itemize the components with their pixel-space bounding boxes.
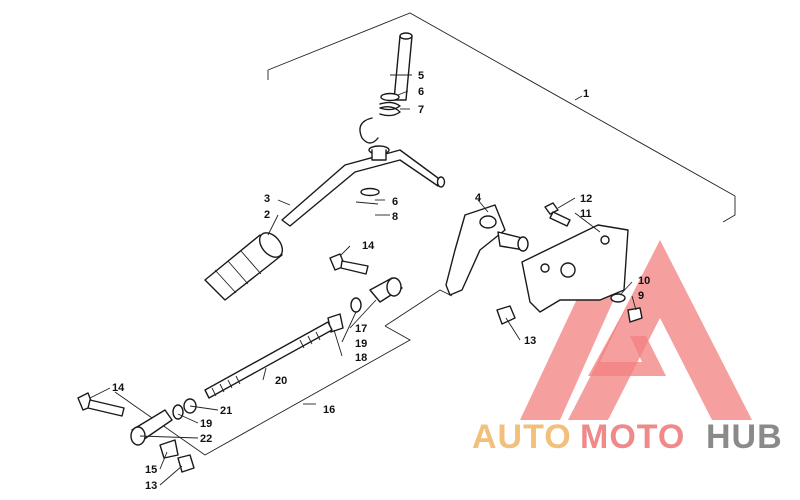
- callout-1: 1: [583, 88, 589, 100]
- part-3-pedal-arm: [281, 145, 446, 227]
- callout-9: 9: [638, 290, 644, 302]
- part-19-washer-lower: [172, 404, 184, 420]
- callout-5: 5: [418, 70, 424, 82]
- callout-14-lower: 14: [112, 382, 125, 394]
- automotohub-wordmark: AUTO MOTO HUB: [472, 418, 783, 456]
- assembly-1-bracket: [267, 12, 736, 223]
- callout-8: 8: [392, 211, 398, 223]
- part-14-bolt-upper: [329, 253, 369, 275]
- callout-6-lower: 6: [392, 196, 398, 208]
- assembly-16-bracket: [114, 289, 453, 456]
- callout-15: 15: [145, 464, 157, 476]
- leader-lines: [89, 74, 637, 486]
- part-6-washer-top: [380, 92, 400, 102]
- part-14-bolt-lower: [77, 392, 125, 417]
- part-20-threaded-rod: [204, 321, 333, 399]
- part-6-washer-lower: [360, 187, 380, 197]
- callout-13-lower: 13: [145, 480, 157, 492]
- callout-7: 7: [418, 104, 424, 116]
- part-13-nut-upper: [496, 305, 516, 325]
- part-11-mount-plate: [521, 224, 629, 313]
- callout-3: 3: [264, 193, 270, 205]
- callout-13-upper: 13: [524, 335, 536, 347]
- callout-4: 4: [475, 192, 482, 204]
- callout-20: 20: [275, 375, 287, 387]
- part-17-rod-end-upper: [369, 277, 403, 303]
- part-13-nut-lower: [177, 454, 195, 473]
- callout-labels: 1 5 6 7 3 2 6 8 4 12 11 10 9 13 14 17 19…: [112, 70, 650, 492]
- part-12-bolt: [544, 202, 571, 227]
- part-2-grip: [204, 232, 284, 301]
- callout-12: 12: [580, 193, 592, 205]
- callout-19-upper: 19: [355, 338, 367, 350]
- wordmark-moto: MOTO: [580, 418, 685, 456]
- part-10-washer: [610, 293, 626, 303]
- callout-18: 18: [355, 352, 367, 364]
- callout-10: 10: [638, 275, 650, 287]
- part-19-washer-upper: [350, 297, 362, 313]
- part-5-pin: [393, 32, 413, 101]
- part-15-washer: [159, 439, 179, 459]
- callout-17: 17: [355, 323, 367, 335]
- part-8-cotter-pin: [355, 201, 379, 205]
- wordmark-auto: AUTO: [472, 418, 572, 456]
- callout-21: 21: [220, 405, 232, 417]
- callout-16: 16: [323, 404, 335, 416]
- part-7-spring: [359, 101, 401, 144]
- callout-11: 11: [580, 208, 592, 220]
- callout-14-upper: 14: [362, 240, 375, 252]
- callout-6-top: 6: [418, 86, 424, 98]
- part-4-lever: [445, 204, 529, 296]
- callout-22: 22: [200, 433, 212, 445]
- callout-2: 2: [264, 209, 270, 221]
- logo-triangle-inner: [588, 300, 666, 376]
- wordmark-hub: HUB: [706, 418, 783, 456]
- callout-19-lower: 19: [200, 418, 212, 430]
